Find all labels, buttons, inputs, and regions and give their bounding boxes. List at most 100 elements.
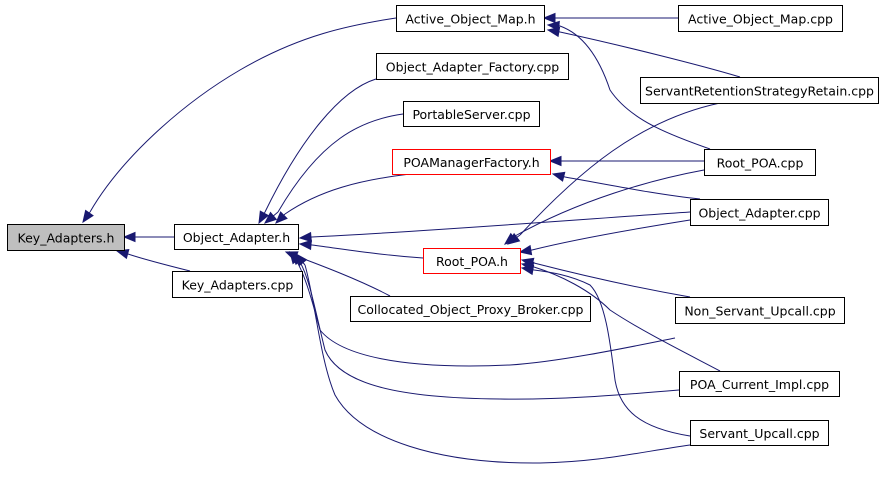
arrowhead-icon bbox=[82, 209, 94, 224]
arrowhead-icon bbox=[546, 20, 560, 32]
node-label: Object_Adapter.h bbox=[183, 230, 290, 245]
edge-root_poa_cpp-to-active_object_map_h bbox=[546, 20, 711, 150]
node-box[interactable] bbox=[396, 5, 545, 32]
node-box[interactable] bbox=[678, 5, 843, 32]
edge-key_adapters_cpp-to-key_adapters_h bbox=[115, 248, 191, 272]
node-box[interactable] bbox=[172, 271, 303, 298]
edge-poa_current_impl_cpp-to-object_adapter_h bbox=[291, 252, 680, 400]
node-servant-retention-cpp[interactable]: ServantRetentionStrategyRetain.cpp bbox=[640, 77, 879, 104]
node-label: Key_Adapters.cpp bbox=[182, 278, 294, 293]
node-box[interactable] bbox=[679, 371, 840, 397]
node-non-servant-upcall-cpp[interactable]: Non_Servant_Upcall.cpp bbox=[675, 297, 845, 324]
node-label: Collocated_Object_Proxy_Broker.cpp bbox=[357, 302, 583, 317]
arrowhead-icon bbox=[298, 231, 312, 243]
node-box[interactable] bbox=[704, 149, 816, 176]
node-label: POA_Current_Impl.cpp bbox=[690, 377, 829, 392]
edge-active_object_map_h-to-key_adapters_h bbox=[82, 17, 397, 224]
edge-non_servant_upcall_cpp-to-root_poa_h bbox=[520, 257, 691, 298]
node-root-poa-h[interactable]: Root_POA.h bbox=[423, 248, 521, 274]
node-label: Root_POA.h bbox=[436, 254, 508, 269]
edge-active_object_map_cpp-to-active_object_map_h bbox=[542, 12, 678, 24]
node-box[interactable] bbox=[350, 296, 591, 322]
arrowhead-icon bbox=[258, 210, 270, 225]
node-box[interactable] bbox=[392, 149, 551, 175]
node-object-adapter-factory-cpp[interactable]: Object_Adapter_Factory.cpp bbox=[376, 53, 569, 80]
node-poa-current-impl-cpp[interactable]: POA_Current_Impl.cpp bbox=[679, 371, 840, 397]
edge-object_adapter_h-to-key_adapters_h bbox=[122, 231, 174, 243]
arrowhead-icon bbox=[295, 252, 308, 267]
edge-root_poa_cpp-to-root_poa_h bbox=[503, 169, 705, 245]
edge-line bbox=[514, 169, 705, 237]
edge-servant_upcall_cpp-to-root_poa_h bbox=[520, 264, 691, 437]
node-label: Active_Object_Map.h bbox=[405, 12, 535, 27]
node-label: Object_Adapter.cpp bbox=[698, 206, 820, 221]
node-object-adapter-h[interactable]: Object_Adapter.h bbox=[174, 224, 299, 250]
edge-line bbox=[264, 78, 377, 213]
edge-line bbox=[533, 269, 691, 437]
node-label: PortableServer.cpp bbox=[412, 107, 530, 122]
node-label: Key_Adapters.h bbox=[18, 231, 115, 246]
edge-object_adapter_cpp-to-poamanagerfactory_h bbox=[551, 171, 701, 200]
edge-servant_retention_cpp-to-active_object_map_h bbox=[546, 26, 741, 78]
arrowhead-icon bbox=[298, 239, 312, 251]
edge-object_adapter_factory_cpp-to-object_adapter_h bbox=[258, 78, 377, 225]
arrowhead-icon bbox=[548, 155, 562, 167]
arrowhead-icon bbox=[275, 211, 288, 224]
edge-line bbox=[89, 17, 397, 213]
edge-object_adapter_cpp-to-object_adapter_h bbox=[298, 211, 691, 243]
edge-line bbox=[533, 266, 721, 372]
edge-line bbox=[311, 211, 691, 238]
edges-layer bbox=[82, 12, 741, 464]
nodes-layer: Key_Adapters.h Object_Adapter.hKey_Adapte… bbox=[7, 5, 879, 446]
node-key-adapters-h[interactable]: Key_Adapters.h bbox=[7, 224, 125, 251]
edge-root_poa_h-to-object_adapter_h bbox=[298, 239, 424, 259]
edge-line bbox=[531, 219, 691, 251]
node-box[interactable] bbox=[690, 420, 829, 446]
arrowhead-icon bbox=[520, 264, 535, 276]
edge-line bbox=[533, 262, 691, 298]
edge-servant_upcall_cpp-to-object_adapter_h bbox=[295, 252, 691, 464]
node-key-adapters-cpp[interactable]: Key_Adapters.cpp bbox=[172, 271, 303, 298]
node-active-object-map-h[interactable]: Active_Object_Map.h bbox=[396, 5, 545, 32]
node-box[interactable] bbox=[423, 248, 521, 274]
edge-line bbox=[127, 253, 191, 272]
edge-line bbox=[564, 176, 701, 200]
node-collocated-cpp[interactable]: Collocated_Object_Proxy_Broker.cpp bbox=[350, 296, 591, 322]
node-label: Servant_Upcall.cpp bbox=[699, 426, 819, 441]
edge-line bbox=[284, 173, 411, 215]
node-root-poa-cpp[interactable]: Root_POA.cpp bbox=[704, 149, 816, 176]
edge-line bbox=[559, 25, 711, 150]
edge-poamanagerfactory_h-to-object_adapter_h bbox=[275, 173, 411, 224]
edge-root_poa_cpp-to-poamanagerfactory_h bbox=[548, 155, 704, 167]
node-box[interactable] bbox=[7, 224, 125, 251]
node-active-object-map-cpp[interactable]: Active_Object_Map.cpp bbox=[678, 5, 843, 32]
node-box[interactable] bbox=[640, 77, 879, 104]
edge-line bbox=[559, 31, 741, 78]
node-box[interactable] bbox=[690, 199, 829, 226]
arrowhead-icon bbox=[263, 211, 278, 224]
edge-line bbox=[304, 264, 691, 464]
edge-line bbox=[295, 259, 676, 367]
edge-object_adapter_cpp-to-root_poa_h bbox=[518, 219, 691, 256]
arrowhead-icon bbox=[122, 231, 136, 243]
node-box[interactable] bbox=[174, 224, 299, 250]
node-label: ServantRetentionStrategyRetain.cpp bbox=[645, 84, 874, 99]
node-label: Non_Servant_Upcall.cpp bbox=[684, 304, 835, 319]
edge-line bbox=[311, 244, 424, 259]
arrowhead-icon bbox=[503, 232, 518, 245]
node-servant-upcall-cpp[interactable]: Servant_Upcall.cpp bbox=[690, 420, 829, 446]
edge-portableserver_cpp-to-object_adapter_h bbox=[263, 113, 404, 224]
node-box[interactable] bbox=[376, 53, 569, 80]
node-box[interactable] bbox=[675, 297, 845, 324]
node-object-adapter-cpp[interactable]: Object_Adapter.cpp bbox=[690, 199, 829, 226]
node-label: Active_Object_Map.cpp bbox=[688, 12, 833, 27]
edge-line bbox=[519, 102, 721, 236]
node-portableserver-cpp[interactable]: PortableServer.cpp bbox=[403, 101, 540, 127]
node-box[interactable] bbox=[403, 101, 540, 127]
node-poamanagerfactory-h[interactable]: POAManagerFactory.h bbox=[392, 149, 551, 175]
edge-line bbox=[299, 261, 680, 400]
arrowhead-icon bbox=[518, 244, 533, 256]
edge-line bbox=[277, 113, 404, 213]
arrowhead-icon bbox=[551, 171, 566, 182]
